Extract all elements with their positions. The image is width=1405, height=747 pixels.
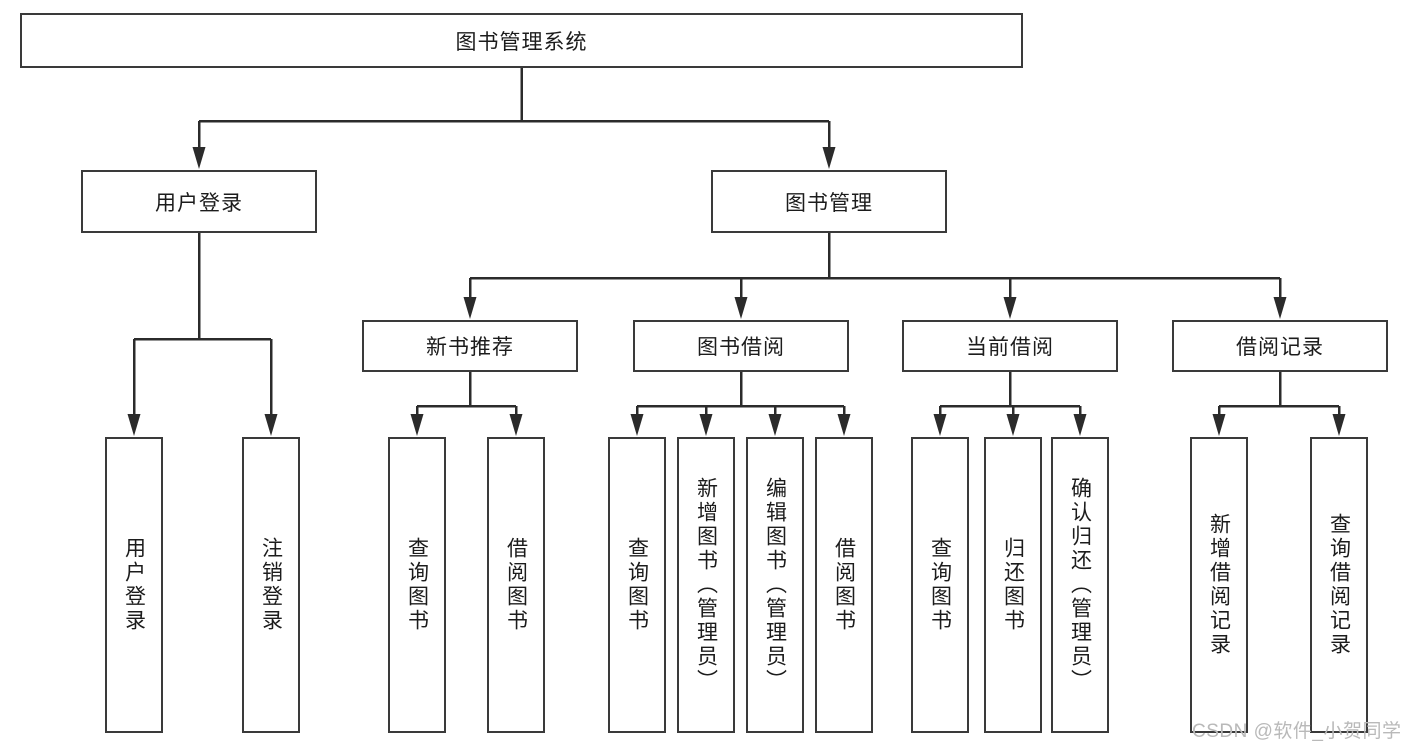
- leaf-borrow-edit-book-admin[interactable]: 编辑图书（管理员）: [746, 437, 804, 733]
- node-label: 注销登录: [259, 537, 283, 633]
- node-label: 借阅图书: [832, 537, 856, 633]
- node-label: 借阅记录: [1236, 336, 1324, 359]
- node-label: 图书管理系统: [455, 30, 588, 54]
- node-label: 当前借阅: [966, 336, 1054, 359]
- node-label: 借阅图书: [504, 537, 528, 633]
- node-label: 图书借阅: [697, 336, 785, 359]
- leaf-current-confirm-return-admin[interactable]: 确认归还（管理员）: [1051, 437, 1109, 733]
- node-label: 查询图书: [405, 537, 429, 633]
- leaf-user-logout[interactable]: 注销登录: [242, 437, 300, 733]
- node-book-borrowing[interactable]: 图书借阅: [633, 320, 849, 372]
- leaf-add-loan-record[interactable]: 新增借阅记录: [1190, 437, 1248, 733]
- node-label: 新增借阅记录: [1207, 513, 1231, 657]
- node-label: 查询图书: [625, 537, 649, 633]
- node-new-book-recommendation[interactable]: 新书推荐: [362, 320, 578, 372]
- node-label: 用户登录: [122, 537, 146, 633]
- node-label: 归还图书: [1001, 537, 1025, 633]
- leaf-current-query-book[interactable]: 查询图书: [911, 437, 969, 733]
- csdn-watermark: CSDN @软件_小贺同学: [1192, 721, 1402, 742]
- node-label: 新增图书（管理员）: [694, 477, 718, 693]
- leaf-recommend-borrow-book[interactable]: 借阅图书: [487, 437, 545, 733]
- node-label: 确认归还（管理员）: [1068, 477, 1092, 693]
- node-current-loans[interactable]: 当前借阅: [902, 320, 1118, 372]
- node-label: 编辑图书（管理员）: [763, 477, 787, 693]
- leaf-borrow-add-book-admin[interactable]: 新增图书（管理员）: [677, 437, 735, 733]
- node-loan-records[interactable]: 借阅记录: [1172, 320, 1388, 372]
- node-label: 查询借阅记录: [1327, 513, 1351, 657]
- leaf-query-loan-record[interactable]: 查询借阅记录: [1310, 437, 1368, 733]
- node-root-book-management-system[interactable]: 图书管理系统: [20, 13, 1023, 68]
- node-user-login[interactable]: 用户登录: [81, 170, 317, 233]
- node-label: 新书推荐: [426, 336, 514, 359]
- node-label: 用户登录: [155, 191, 243, 215]
- leaf-user-login[interactable]: 用户登录: [105, 437, 163, 733]
- node-book-management[interactable]: 图书管理: [711, 170, 947, 233]
- leaf-borrow-lend-book[interactable]: 借阅图书: [815, 437, 873, 733]
- leaf-current-return-book[interactable]: 归还图书: [984, 437, 1042, 733]
- node-label: 查询图书: [928, 537, 952, 633]
- leaf-borrow-query-book[interactable]: 查询图书: [608, 437, 666, 733]
- node-label: 图书管理: [785, 191, 873, 215]
- leaf-recommend-query-book[interactable]: 查询图书: [388, 437, 446, 733]
